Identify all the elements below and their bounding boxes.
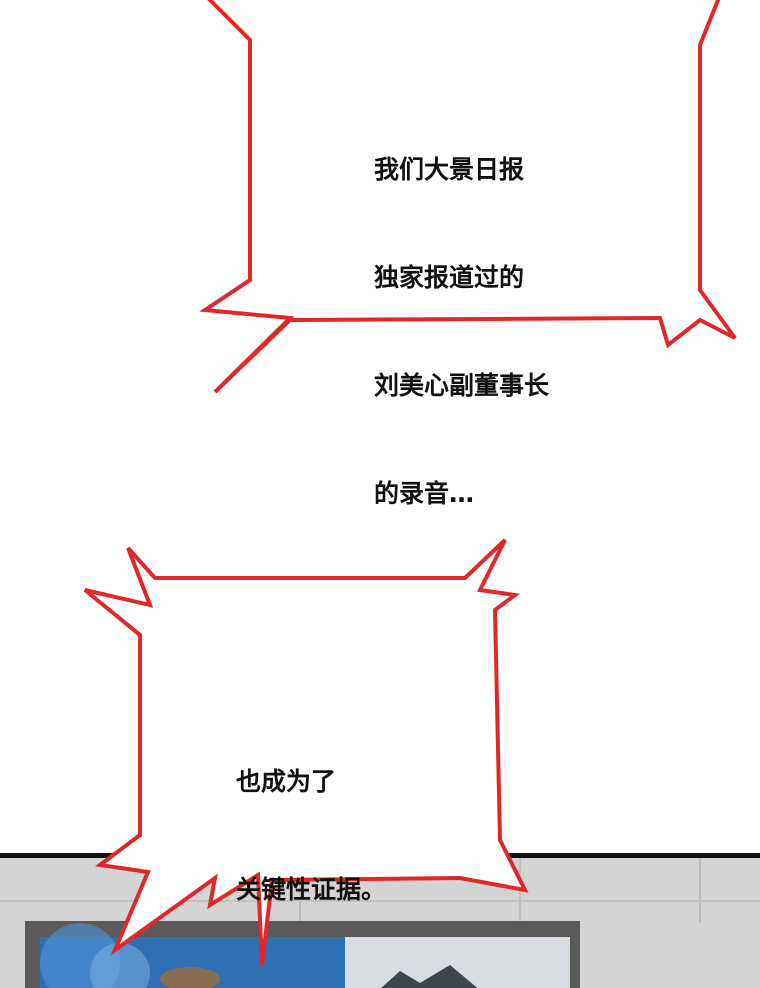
speech-bubble-bottom [83,538,529,966]
bubble-top-text: 我们大景日报 独家报道过的 刘美心副董事长 的录音… [374,80,549,584]
bubble-top-line-2: 独家报道过的 [374,263,525,292]
bubble-bottom-text: 也成为了 关键性证据。 [236,692,386,980]
speech-bubble-top [199,0,737,394]
figure-head [160,967,220,988]
room-scene [0,853,760,988]
bubble-top-line-3: 刘美心副董事长 [374,371,550,400]
lower-panel [0,853,760,988]
bubble-top-line-4: 的录音… [374,479,475,508]
bubble-bottom-line-2: 关键性证据。 [236,875,387,904]
bubble-top-line-1: 我们大景日报 [374,155,525,184]
bubble-bottom-line-1: 也成为了 [236,767,337,796]
